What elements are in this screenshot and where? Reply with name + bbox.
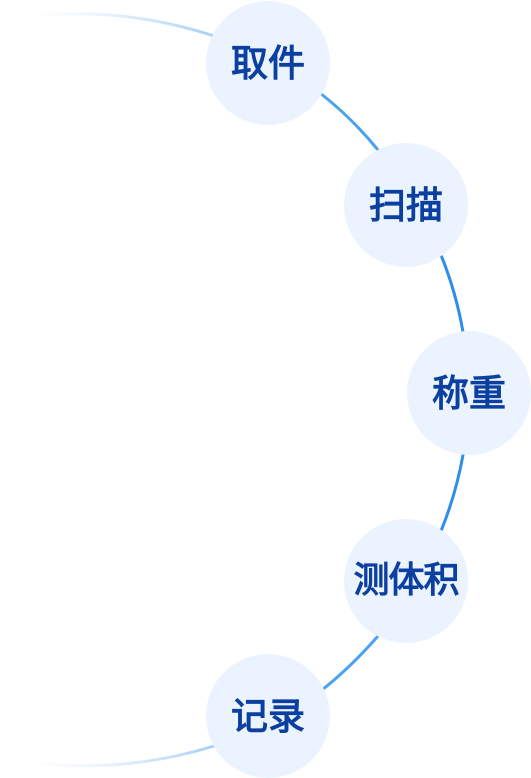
arc-segment-3 [439,453,465,533]
step-node-pickup[interactable]: 取件 [206,1,330,125]
arc-tail-top [0,12,216,38]
step-node-record[interactable]: 记录 [206,654,330,778]
step-node-weigh[interactable]: 称重 [407,331,531,455]
arc-segment-4 [320,634,380,692]
step-label: 测体积 [353,560,459,601]
step-node-measure-volume[interactable]: 测体积 [344,519,468,643]
arc-segment-1 [318,91,380,152]
arc-segment-2 [439,253,465,334]
step-label: 取件 [231,41,305,85]
step-node-scan[interactable]: 扫描 [344,143,468,267]
step-label: 称重 [432,371,506,415]
arc-tail-bottom [0,744,216,768]
step-label: 扫描 [369,183,443,227]
step-label: 记录 [231,694,305,738]
